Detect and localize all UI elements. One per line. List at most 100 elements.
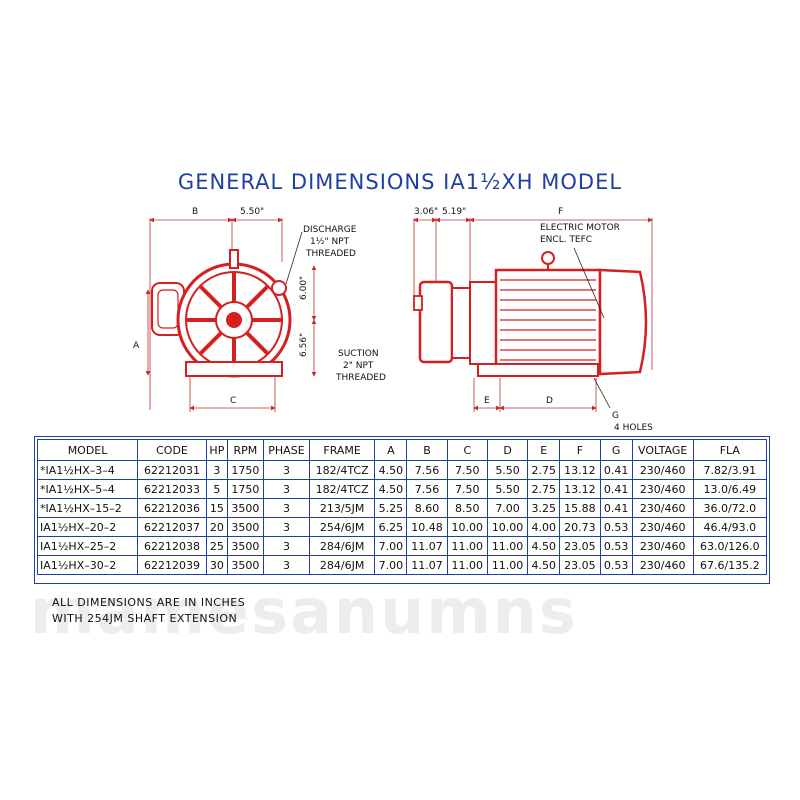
- table-cell: 3500: [226, 498, 265, 518]
- shaft: [226, 312, 242, 328]
- table-cell: 3: [263, 517, 310, 537]
- holes-label-1: G: [612, 411, 619, 421]
- label-b: B: [192, 207, 198, 217]
- table-row: IA1½HX–20–2 62212037 20 3500 3 254/6JM 6…: [36, 517, 768, 537]
- note-line-2: WITH 254JM SHAFT EXTENSION: [52, 612, 238, 625]
- column-header: G: [599, 439, 633, 461]
- watermark: mamesanumns: [30, 575, 578, 648]
- fan-cover: [598, 268, 648, 376]
- table-cell: 62212033: [137, 479, 207, 499]
- table-cell: 230/460: [631, 536, 694, 556]
- table-cell: 230/460: [631, 517, 694, 537]
- column-header: E: [527, 439, 561, 461]
- table-cell: 30: [205, 555, 228, 575]
- table-cell: 7.00: [486, 498, 529, 518]
- note-line-1: ALL DIMENSIONS ARE IN INCHES: [52, 596, 246, 609]
- side-view-drawing: 3.06" 5.19" F ELECTRIC MOTOR ENCL. TEFC …: [413, 207, 653, 433]
- table-cell: 4.00: [527, 517, 561, 537]
- table-cell: 5: [205, 479, 228, 499]
- motor-label-1: ELECTRIC MOTOR: [540, 223, 620, 233]
- table-cell: 10.48: [406, 517, 448, 537]
- table-cell: 0.41: [599, 498, 633, 518]
- table-cell: 230/460: [631, 460, 694, 480]
- table-cell: 7.56: [406, 460, 448, 480]
- table-cell: 20: [205, 517, 228, 537]
- table-cell: 182/4TCZ: [308, 460, 376, 480]
- label-5-19: 5.19": [442, 207, 466, 217]
- column-header: MODEL: [36, 439, 139, 461]
- page-title: GENERAL DIMENSIONS IA1½XH MODEL: [177, 170, 623, 194]
- lifting-lug: [229, 249, 239, 269]
- label-6-00: 6.00": [299, 276, 309, 300]
- table-cell: 5.50: [486, 460, 529, 480]
- table-cell: 3500: [226, 517, 265, 537]
- table-cell: 4.50: [527, 536, 561, 556]
- discharge-label-1: DISCHARGE: [303, 225, 357, 235]
- table-cell: 284/6JM: [308, 536, 376, 556]
- table-cell: 6.25: [374, 517, 408, 537]
- table-row: *IA1½HX–5–4 62212033 5 1750 3 182/4TCZ 4…: [36, 479, 768, 499]
- table-cell: 0.53: [599, 517, 633, 537]
- table-cell: 230/460: [631, 479, 694, 499]
- table-cell: 25: [205, 536, 228, 556]
- table-cell: 8.50: [446, 498, 488, 518]
- table-cell: *IA1½HX–5–4: [36, 479, 139, 499]
- dimension-drawings: B 5.50" A C 6.00" 6.56" DISCHARGE 1½" NP…: [133, 207, 653, 433]
- table-cell: 7.56: [406, 479, 448, 499]
- table-cell: 213/5JM: [308, 498, 376, 518]
- table-cell: 2.75: [527, 460, 561, 480]
- table-cell: 230/460: [631, 498, 694, 518]
- table-cell: 3: [263, 479, 310, 499]
- table-cell: 11.00: [446, 536, 488, 556]
- table-row: IA1½HX–30–2 62212039 30 3500 3 284/6JM 7…: [36, 555, 768, 575]
- table-cell: 20.73: [559, 517, 601, 537]
- table-cell: 3500: [226, 536, 265, 556]
- discharge-port: [271, 280, 287, 296]
- column-header: HP: [205, 439, 228, 461]
- table-cell: 67.6/135.2: [692, 555, 768, 575]
- label-3-06: 3.06": [414, 207, 438, 217]
- table-cell: 10.00: [446, 517, 488, 537]
- table-cell: 36.0/72.0: [692, 498, 768, 518]
- table-cell: 4.50: [374, 479, 408, 499]
- table-cell: 230/460: [631, 555, 694, 575]
- table-cell: 1750: [226, 479, 265, 499]
- table-cell: 3: [263, 498, 310, 518]
- suction-label-2: 2" NPT: [343, 361, 374, 371]
- front-view-drawing: B 5.50" A C 6.00" 6.56" DISCHARGE 1½" NP…: [133, 207, 386, 412]
- table-cell: 15: [205, 498, 228, 518]
- column-header: CODE: [137, 439, 207, 461]
- table-cell: 15.88: [559, 498, 601, 518]
- table-cell: 284/6JM: [308, 555, 376, 575]
- specifications-table: MODEL CODE HP RPM PHASE FRAME A B C D E …: [36, 439, 768, 575]
- discharge-label-2: 1½" NPT: [310, 237, 350, 247]
- table-cell: 23.05: [559, 555, 601, 575]
- table-cell: 63.0/126.0: [692, 536, 768, 556]
- column-header: PHASE: [263, 439, 310, 461]
- table-cell: 3: [263, 536, 310, 556]
- table-row: *IA1½HX–15–2 62212036 15 3500 3 213/5JM …: [36, 498, 768, 518]
- table-cell: 11.00: [446, 555, 488, 575]
- table-cell: 182/4TCZ: [308, 479, 376, 499]
- motor-body: [494, 268, 602, 376]
- table-cell: 3: [263, 460, 310, 480]
- label-f: F: [558, 207, 563, 217]
- suction-label-1: SUCTION: [338, 349, 379, 359]
- column-header: RPM: [226, 439, 265, 461]
- suction-label-3: THREADED: [335, 373, 386, 383]
- label-a: A: [133, 341, 140, 351]
- table-cell: 2.75: [527, 479, 561, 499]
- table-cell: 8.60: [406, 498, 448, 518]
- table-cell: 0.53: [599, 536, 633, 556]
- table-cell: 62212039: [137, 555, 207, 575]
- table-header-row: MODEL CODE HP RPM PHASE FRAME A B C D E …: [36, 439, 768, 461]
- table-cell: 4.50: [527, 555, 561, 575]
- holes-label-2: 4 HOLES: [614, 423, 653, 433]
- table-cell: 1750: [226, 460, 265, 480]
- column-header: FRAME: [308, 439, 376, 461]
- table-cell: *IA1½HX–3–4: [36, 460, 139, 480]
- table-cell: *IA1½HX–15–2: [36, 498, 139, 518]
- table-cell: IA1½HX–20–2: [36, 517, 139, 537]
- motor-label-2: ENCL. TEFC: [540, 235, 592, 245]
- discharge-label-3: THREADED: [305, 249, 356, 259]
